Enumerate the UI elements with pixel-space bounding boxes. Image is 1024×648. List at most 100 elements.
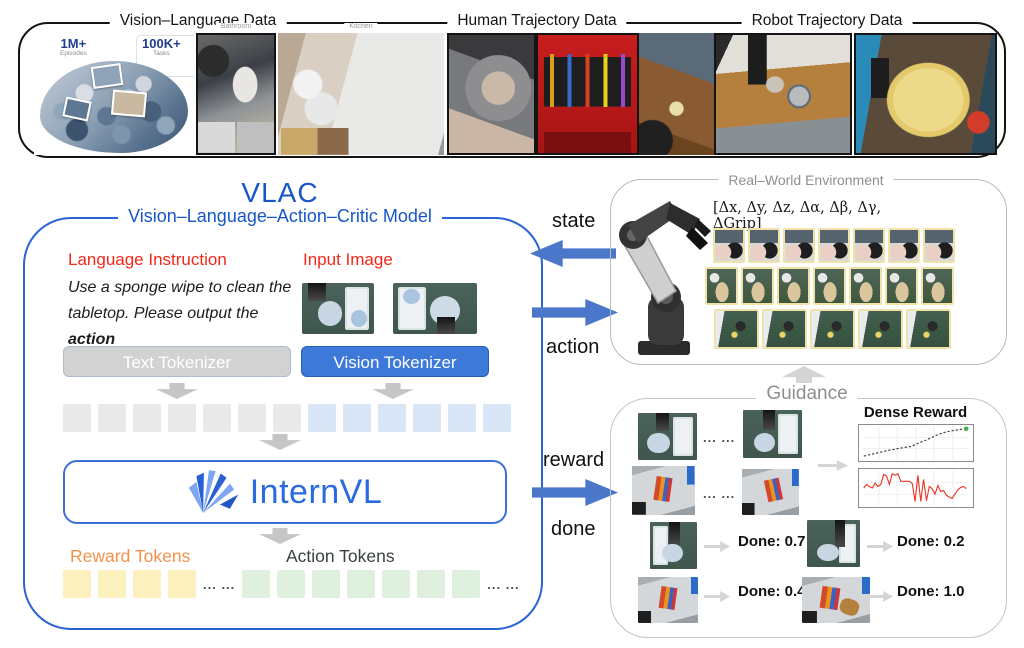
ellipsis: ... ... bbox=[703, 486, 736, 501]
done-frame-4 bbox=[802, 577, 870, 623]
done-value-3: Done: 0.4 bbox=[738, 583, 806, 600]
episodes-stat: 1M+ Episodes bbox=[60, 36, 87, 57]
vlac-subtitle: Vision–Language–Action–Critic Model bbox=[60, 206, 500, 227]
trajectory-frame bbox=[849, 267, 882, 305]
text-token-group bbox=[63, 404, 301, 432]
trajectory-end-frame-gray bbox=[742, 469, 799, 515]
token-square bbox=[63, 404, 91, 432]
done-frame-3 bbox=[638, 577, 698, 623]
trajectory-frame bbox=[810, 309, 855, 349]
trajectory-end-frame-green bbox=[743, 410, 802, 458]
token-square bbox=[273, 404, 301, 432]
reward-token-group bbox=[63, 570, 196, 598]
action-token-group bbox=[242, 570, 481, 598]
embedding-token-row bbox=[63, 404, 511, 432]
trajectory-frame bbox=[885, 267, 918, 305]
done-frame-2 bbox=[807, 520, 860, 567]
trajectory-frame bbox=[714, 309, 759, 349]
trajectory-frame bbox=[858, 309, 903, 349]
human-table-image bbox=[639, 33, 714, 155]
trajectory-frame bbox=[818, 228, 850, 263]
trajectory-frame bbox=[906, 309, 951, 349]
internvl-model-box: InternVL bbox=[63, 460, 507, 524]
done-label: done bbox=[551, 518, 596, 540]
token-square bbox=[98, 570, 126, 598]
internvl-logo-icon bbox=[188, 470, 239, 513]
human-toolbox-image bbox=[536, 33, 639, 155]
reward-label: reward bbox=[543, 449, 605, 471]
token-square bbox=[452, 570, 481, 598]
done-value-1: Done: 0.7 bbox=[738, 533, 806, 550]
token-square bbox=[413, 404, 441, 432]
token-square bbox=[133, 404, 161, 432]
trajectory-frame bbox=[921, 267, 954, 305]
token-square bbox=[133, 570, 161, 598]
input-image-heading: Input Image bbox=[303, 250, 393, 269]
trajectory-frame bbox=[888, 228, 920, 263]
right-arrow-icon bbox=[818, 460, 848, 471]
robot-bowls-image bbox=[714, 33, 852, 155]
kitchen-image bbox=[278, 33, 444, 155]
ellipsis: ... ... bbox=[703, 430, 736, 445]
token-square bbox=[203, 404, 231, 432]
dense-reward-chart-top bbox=[858, 424, 974, 462]
guidance-title: Guidance bbox=[756, 383, 858, 405]
trajectory-frame bbox=[777, 267, 810, 305]
token-square bbox=[168, 570, 196, 598]
vision-token-group bbox=[308, 404, 511, 432]
output-token-row: ... ... ... ... bbox=[63, 570, 520, 598]
action-label: action bbox=[546, 336, 600, 358]
token-square bbox=[242, 570, 271, 598]
right-arrow-icon bbox=[867, 541, 893, 552]
dense-reward-chart-bottom bbox=[858, 468, 974, 508]
human-trajectory-data-label: Human Trajectory Data bbox=[447, 12, 627, 30]
input-image-frame-1 bbox=[302, 283, 374, 334]
input-image-frame-2 bbox=[393, 283, 477, 334]
token-square bbox=[63, 570, 91, 598]
right-arrow-icon bbox=[704, 591, 730, 602]
kitchen-label: Kitchen bbox=[344, 23, 378, 30]
token-square bbox=[347, 570, 376, 598]
trajectory-frame bbox=[783, 228, 815, 263]
trajectory-frame bbox=[853, 228, 885, 263]
up-arrow-icon bbox=[782, 366, 826, 384]
token-square bbox=[448, 404, 476, 432]
bathroom-label: Bathroom bbox=[215, 23, 257, 30]
robot-arm-image bbox=[619, 201, 711, 355]
trajectory-frame bbox=[762, 309, 807, 349]
human-pan-image bbox=[447, 33, 536, 155]
token-square bbox=[483, 404, 511, 432]
pretraining-data-panel: Vision–Language Data Human Trajectory Da… bbox=[18, 12, 1006, 158]
photo-pile-image: 1M+ Episodes 100K+ Tasks bbox=[34, 33, 194, 155]
frame-row-2 bbox=[714, 309, 951, 349]
action-arrow bbox=[532, 299, 618, 326]
trajectory-start-frame-green bbox=[638, 413, 697, 460]
dense-reward-title: Dense Reward bbox=[863, 404, 968, 421]
internvl-label: InternVL bbox=[249, 472, 383, 511]
language-instruction-heading: Language Instruction bbox=[68, 250, 227, 269]
reward-tokens-heading: Reward Tokens bbox=[70, 546, 191, 566]
token-square bbox=[382, 570, 411, 598]
done-value-2: Done: 0.2 bbox=[897, 533, 965, 550]
tasks-stat: 100K+ Tasks bbox=[142, 36, 181, 57]
token-square bbox=[312, 570, 341, 598]
token-square bbox=[378, 404, 406, 432]
trajectory-frame bbox=[748, 228, 780, 263]
state-label: state bbox=[552, 210, 596, 232]
action-tokens-heading: Action Tokens bbox=[286, 546, 395, 566]
vision-language-data-label: Vision–Language Data bbox=[109, 12, 287, 30]
trajectory-frame bbox=[813, 267, 846, 305]
done-frame-1 bbox=[650, 522, 697, 569]
token-square bbox=[98, 404, 126, 432]
token-square bbox=[343, 404, 371, 432]
done-value-4: Done: 1.0 bbox=[897, 583, 965, 600]
trajectory-frame bbox=[713, 228, 745, 263]
token-square bbox=[168, 404, 196, 432]
gripper-shape bbox=[307, 283, 327, 302]
environment-title: Real–World Environment bbox=[718, 172, 894, 188]
robot-dough-image bbox=[854, 33, 997, 155]
bathroom-image bbox=[196, 33, 276, 155]
frame-row-1 bbox=[705, 267, 954, 305]
token-square bbox=[417, 570, 446, 598]
trajectory-start-frame-gray bbox=[632, 466, 695, 515]
